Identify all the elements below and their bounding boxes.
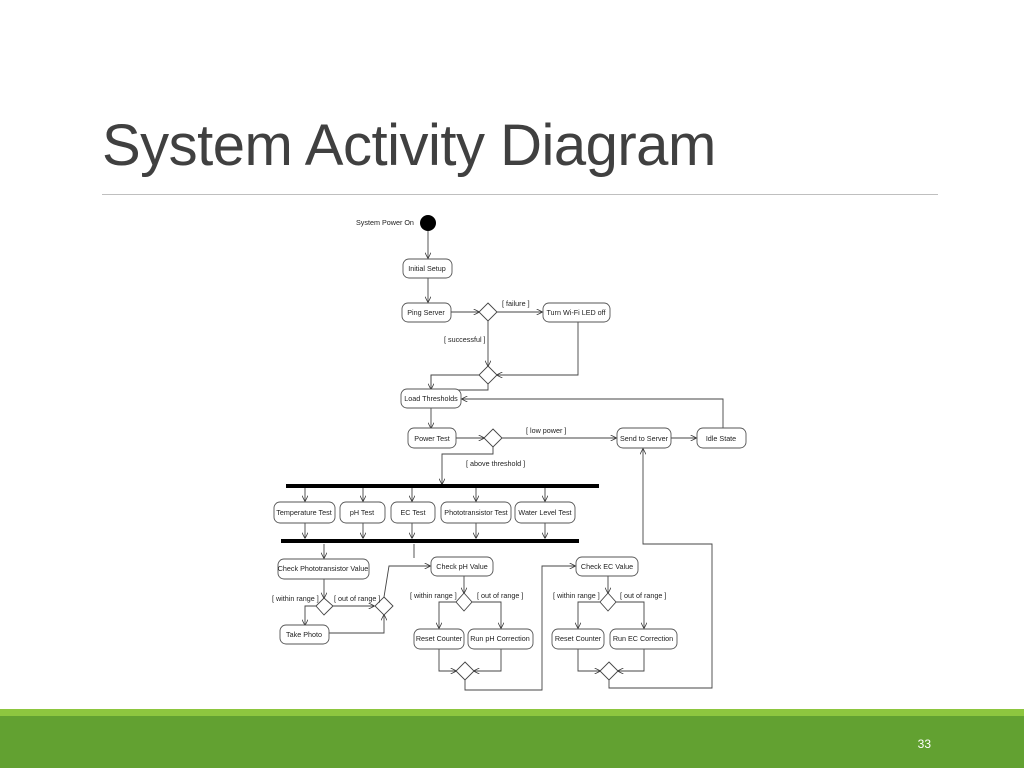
- activity-load-thresholds: [400, 388, 462, 409]
- guard-ec-out: [ out of range ]: [620, 591, 666, 600]
- guard-photo-out: [ out of range ]: [334, 594, 380, 603]
- page-number: 33: [917, 737, 931, 751]
- decision-ping: [478, 302, 498, 322]
- activity-wifi-led-off: [542, 302, 611, 323]
- label-check-ph: Check pH Value: [436, 562, 487, 571]
- activity-power-test: [407, 427, 457, 449]
- footer-accent-band: [0, 709, 1024, 716]
- guard-ph-out: [ out of range ]: [477, 591, 523, 600]
- label-water-level-test: Water Level Test: [518, 508, 571, 517]
- edge-ph-within: [439, 601, 456, 628]
- initial-node: [420, 215, 436, 231]
- label-ec-test: EC Test: [400, 508, 425, 517]
- merge-photo: [374, 596, 394, 616]
- label-reset-counter-ec: Reset Counter: [555, 634, 602, 643]
- edge-idle-load: [462, 399, 724, 428]
- activity-ph-test: [339, 501, 386, 524]
- join-bar: [281, 539, 579, 543]
- activity-take-photo: [279, 624, 330, 645]
- edge-ph-reset-merge: [438, 649, 456, 671]
- guard-above-threshold: [ above threshold ]: [466, 459, 525, 468]
- decision-ph: [455, 592, 473, 612]
- flow-edges: [305, 231, 724, 691]
- label-initial-setup: Initial Setup: [408, 264, 446, 273]
- label-check-phototransistor: Check Phototransistor Value: [278, 564, 369, 573]
- activity-run-ph-correction: [467, 628, 534, 650]
- edge-ec-corr-merge: [618, 649, 645, 671]
- activity-ec-test: [390, 501, 436, 524]
- label-ping-server: Ping Server: [407, 308, 445, 317]
- activity-run-ec-correction: [609, 628, 678, 650]
- guard-ec-within: [ within range ]: [553, 591, 600, 600]
- edge-ph-out: [472, 601, 501, 628]
- guard-low-power: [ low power ]: [526, 426, 566, 435]
- activity-idle-state: [696, 427, 747, 449]
- edge-photo-within: [305, 605, 316, 625]
- footer-band: [0, 716, 1024, 768]
- title-divider: [102, 194, 938, 195]
- activity-ping-server: [401, 302, 452, 323]
- label-take-photo: Take Photo: [286, 630, 322, 639]
- label-reset-counter-ph: Reset Counter: [416, 634, 463, 643]
- label-ph-test: pH Test: [350, 508, 374, 517]
- edge-merge-load: [431, 374, 479, 389]
- activity-temperature-test: [273, 501, 336, 524]
- guard-failure: [ failure ]: [502, 299, 530, 308]
- label-run-ph-correction: Run pH Correction: [470, 634, 530, 643]
- guard-successful: [ successful ]: [444, 335, 486, 344]
- edge-led-merge: [497, 322, 579, 375]
- label-power-test: Power Test: [414, 434, 449, 443]
- activity-water-level-test: [514, 501, 576, 524]
- slide-title: System Activity Diagram: [102, 113, 716, 178]
- edge-ec-within: [578, 601, 600, 628]
- decision-ec: [599, 592, 617, 612]
- start-label: System Power On: [356, 218, 414, 227]
- label-idle-state: Idle State: [706, 434, 736, 443]
- label-send-to-server: Send to Server: [620, 434, 669, 443]
- fork-bar: [286, 484, 599, 488]
- edge-ec-out: [616, 601, 644, 628]
- guard-ph-within: [ within range ]: [410, 591, 457, 600]
- edge-above-threshold: [442, 447, 494, 484]
- activity-check-phototransistor: [277, 558, 370, 580]
- edge-ph-corr-merge: [474, 649, 502, 671]
- label-load-thresholds: Load Thresholds: [404, 394, 458, 403]
- edge-merge-checkph: [383, 566, 430, 598]
- activity-check-ph: [430, 556, 494, 577]
- activity-reset-counter-ph: [413, 628, 465, 650]
- edge-ph-merge-checkec: [464, 566, 575, 691]
- decision-phototransistor: [315, 597, 334, 616]
- merge-ec: [599, 661, 619, 681]
- decision-power: [483, 428, 503, 448]
- merge-ph: [455, 661, 475, 681]
- edge-ec-merge-send: [608, 449, 713, 689]
- label-run-ec-correction: Run EC Correction: [613, 634, 673, 643]
- merge-ping: [478, 365, 498, 385]
- label-check-ec: Check EC Value: [581, 562, 633, 571]
- label-phototransistor-test: Phototransistor Test: [444, 508, 507, 517]
- edge-ec-reset-merge: [577, 649, 600, 671]
- label-wifi-led-off: Turn Wi-Fi LED off: [546, 308, 605, 317]
- activity-reset-counter-ec: [551, 628, 605, 650]
- edge-takephoto-merge: [329, 615, 384, 634]
- activity-phototransistor-test: [440, 501, 512, 524]
- label-temperature-test: Temperature Test: [276, 508, 331, 517]
- activity-send-to-server: [616, 427, 672, 449]
- guard-photo-within: [ within range ]: [272, 594, 319, 603]
- activity-initial-setup: [402, 258, 453, 279]
- activity-check-ec: [575, 556, 639, 577]
